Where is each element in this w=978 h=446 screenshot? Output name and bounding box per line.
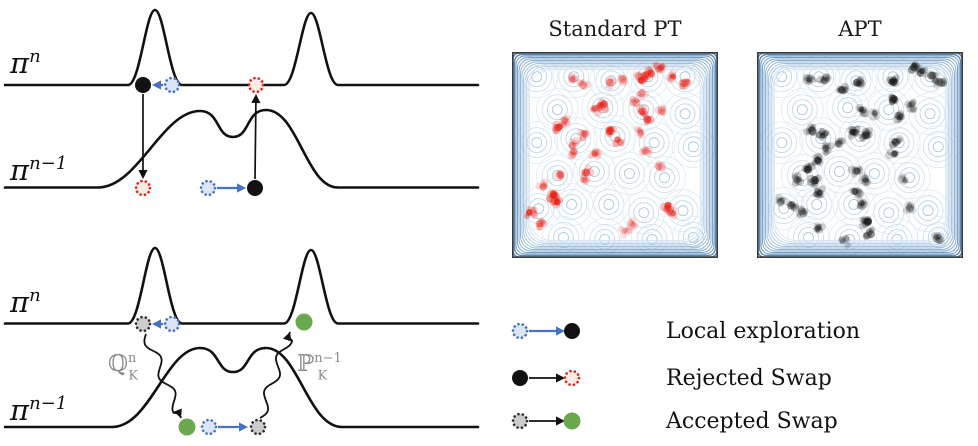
arrowhead: [152, 319, 161, 329]
arrowhead: [556, 326, 565, 336]
solid-black-marker: [564, 323, 580, 339]
dotted-red-marker: [563, 369, 581, 387]
legend-item-accepted-swap: Accepted Swap: [510, 408, 860, 434]
arrowhead: [138, 170, 148, 179]
legend-label: Local exploration: [666, 318, 861, 344]
solid-green-marker: [563, 412, 581, 430]
dotted-blue-marker: [200, 418, 218, 436]
legend-label: Accepted Swap: [666, 408, 838, 434]
legend-item-rejected-swap: Rejected Swap: [510, 365, 860, 391]
solid-green-marker: [178, 418, 196, 436]
pi-level-label: πn−1: [9, 153, 67, 187]
contour-background: [512, 52, 718, 258]
pi-level-label: πn−1: [9, 393, 67, 427]
swap-arrow: [254, 99, 257, 180]
dotted-blue-marker: [163, 76, 181, 94]
arrowhead: [152, 80, 161, 90]
solid-green-marker: [295, 313, 313, 331]
dotted-gray-marker: [511, 412, 529, 430]
arrowhead: [239, 422, 248, 432]
pi-level-label: πn: [9, 46, 41, 80]
arrowhead: [556, 373, 565, 383]
arrowhead: [237, 183, 246, 193]
density-curve-pi-n-minus-1: [3, 108, 480, 189]
solid-black-marker: [512, 370, 528, 386]
panel-border: [512, 52, 718, 258]
dotted-gray-marker: [249, 418, 267, 436]
density-curve-pi-n-minus-1: [3, 346, 480, 429]
dotted-blue-marker: [163, 315, 181, 333]
contour-scatter-standard-pt: [512, 52, 718, 258]
sample-scatter-points: [775, 61, 948, 249]
solid-black-marker: [135, 77, 151, 93]
swap-kernel-squiggle-arrow: [259, 331, 293, 419]
legend-label: Rejected Swap: [666, 365, 832, 391]
density-curve-pi-n: [3, 246, 480, 325]
diagram-top-swap-schematic: πn πn−1: [3, 8, 480, 197]
swap-kernel-squiggle-arrow: [143, 333, 182, 419]
panel-border: [757, 52, 963, 258]
local-exploration-symbol: [511, 322, 580, 340]
legend-item-local-exploration: Local exploration: [510, 318, 860, 344]
arrowhead: [556, 416, 565, 426]
panel-title-apt: APT: [838, 17, 882, 41]
rejected-swap-symbol: [512, 369, 581, 387]
dotted-blue-marker: [511, 322, 529, 340]
dotted-red-marker: [134, 179, 152, 197]
dotted-blue-marker: [199, 179, 217, 197]
accepted-swap-symbol: [511, 412, 581, 430]
legend: Local exploration Rejected Swap Accepted…: [510, 318, 860, 434]
solid-black-marker: [247, 180, 263, 196]
dotted-gray-marker: [134, 315, 152, 333]
dotted-red-marker: [247, 76, 265, 94]
arrowhead: [173, 408, 182, 418]
panel-title-standard-pt: Standard PT: [548, 17, 682, 41]
arrowhead: [251, 94, 261, 104]
density-curve-pi-n: [3, 8, 480, 87]
arrowhead: [283, 332, 292, 342]
pi-level-label: πn: [9, 285, 41, 319]
contour-scatter-apt: [757, 52, 963, 258]
sample-scatter-points: [524, 61, 692, 239]
